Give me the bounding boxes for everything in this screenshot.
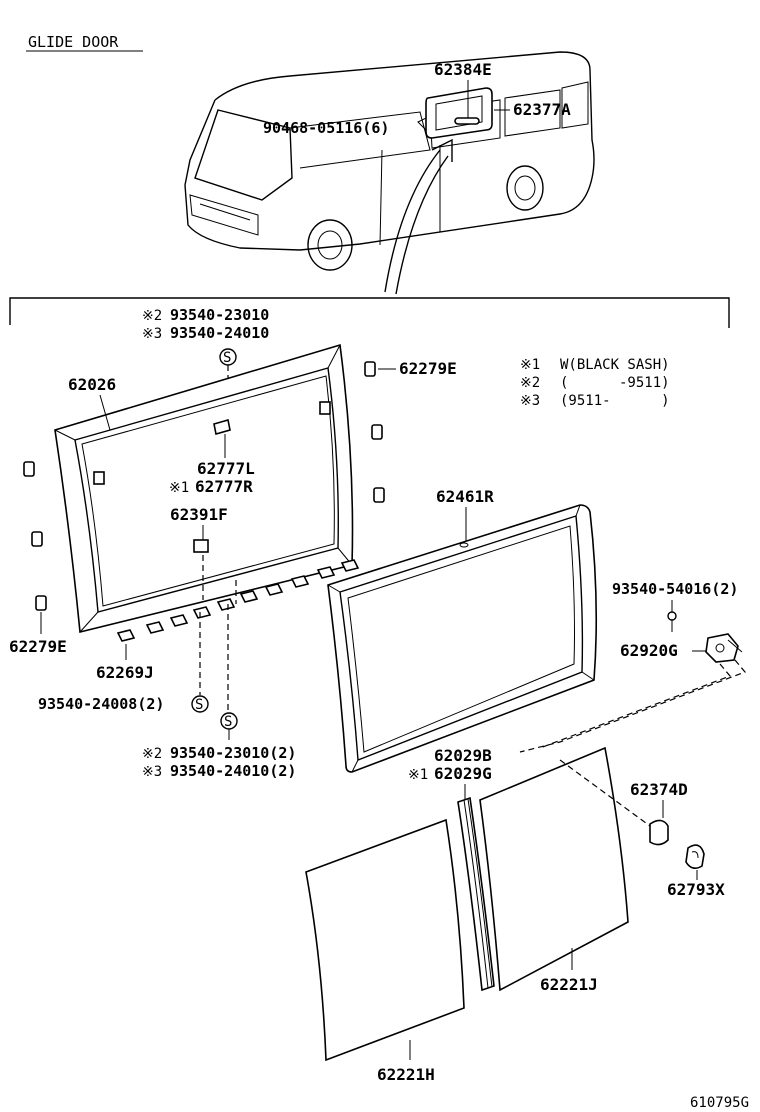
label-62461R: 62461R [436, 487, 494, 506]
svg-text:(9511- ): (9511- ) [560, 393, 670, 409]
label-93540-23010-top: 93540-23010 [170, 306, 269, 324]
label-62279E-top: 62279E [399, 359, 457, 378]
section-bracket [9, 297, 730, 328]
mark-3-top: ※3 [142, 326, 162, 342]
label-62777R: 62777R [195, 477, 253, 496]
part-62777-clip [213, 418, 231, 436]
svg-text:※1: ※1 [520, 357, 540, 373]
label-93540-24008: 93540-24008(2) [38, 695, 164, 713]
label-62793X: 62793X [667, 880, 725, 899]
svg-text:W(BLACK SASH): W(BLACK SASH) [560, 357, 670, 373]
screw-symbol-top: S [219, 348, 237, 366]
label-93540-24010-top: 93540-24010 [170, 324, 269, 342]
label-62029G: 62029G [434, 764, 492, 783]
mark-1-62029G: ※1 [408, 767, 428, 783]
svg-text:S: S [223, 350, 231, 366]
svg-text:※3: ※3 [520, 393, 540, 409]
screw-symbol-bottom: S [220, 712, 238, 730]
part-62793X-clip [685, 844, 705, 870]
svg-text:※2: ※2 [520, 375, 540, 391]
svg-text:S: S [224, 714, 232, 730]
part-62221J-glass [479, 746, 629, 992]
notes-legend: ※1 W(BLACK SASH) ※2 ( -9511) ※3 (9511- ) [520, 357, 670, 409]
label-62026: 62026 [68, 375, 116, 394]
label-93540-24010-bottom: 93540-24010(2) [170, 762, 296, 780]
label-93540-54016: 93540-54016(2) [612, 580, 738, 598]
mark-2-bottom: ※2 [142, 746, 162, 762]
figure-id: 610795G [690, 1095, 749, 1111]
part-62461R-sash [327, 504, 598, 773]
label-62391F: 62391F [170, 505, 228, 524]
part-62279E-top [364, 361, 376, 377]
label-62029B: 62029B [434, 746, 492, 765]
mark-2-top: ※2 [142, 308, 162, 324]
part-62221H-glass [305, 818, 465, 1062]
part-62920G-latch [705, 633, 743, 663]
label-62377A: 62377A [513, 100, 571, 119]
label-62269J: 62269J [96, 663, 154, 682]
part-62029-runner [457, 796, 495, 992]
label-62384E: 62384E [434, 60, 492, 79]
mark-1-62777R: ※1 [169, 480, 189, 496]
screw-symbol-mid: S [191, 695, 209, 713]
label-62221J: 62221J [540, 975, 598, 994]
part-62269J-pads [116, 559, 360, 642]
part-62391F [193, 539, 209, 553]
mark-3-bottom: ※3 [142, 764, 162, 780]
label-62777L: 62777L [197, 459, 255, 478]
van-illustration [184, 51, 595, 295]
part-93540-54016-screw [667, 611, 677, 632]
label-93540-23010-bottom: 93540-23010(2) [170, 744, 296, 762]
label-62920G: 62920G [620, 641, 678, 660]
label-90468-05116: 90468-05116(6) [263, 119, 389, 137]
label-62279E-bottom: 62279E [9, 637, 67, 656]
svg-text:S: S [195, 697, 203, 713]
part-62374D-cap [649, 819, 669, 846]
diagram-title: GLIDE DOOR [28, 33, 119, 51]
svg-text:( -9511): ( -9511) [560, 375, 670, 391]
label-62221H: 62221H [377, 1065, 435, 1084]
label-62374D: 62374D [630, 780, 688, 799]
